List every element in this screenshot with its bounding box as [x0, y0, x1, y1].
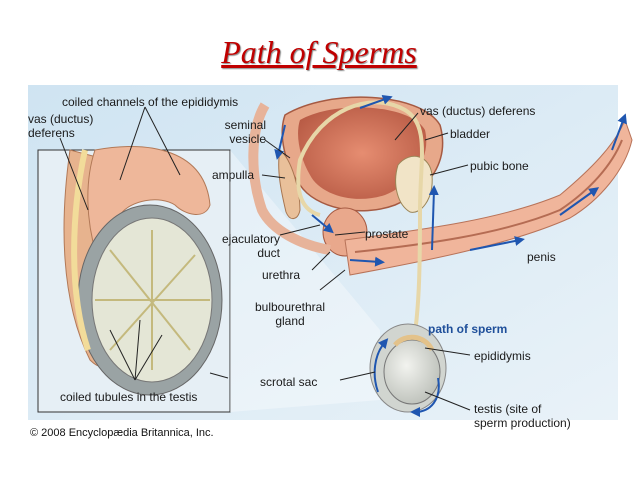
label-testis: testis (site of sperm production): [474, 402, 571, 430]
label-epididymis: epididymis: [474, 349, 531, 363]
leader-lines: [59, 106, 471, 411]
tissue-band: [248, 102, 331, 255]
label-scrotal-sac: scrotal sac: [260, 375, 318, 389]
page-title: Path of Sperms: [221, 34, 417, 70]
epididymis-shape: [393, 334, 435, 352]
label-coiled-channels: coiled channels of the epididymis: [62, 95, 239, 109]
label-path-of-sperm: path of sperm: [428, 322, 508, 336]
label-penis: penis: [527, 250, 556, 264]
vas-deferens-tube: [296, 100, 424, 361]
seminal-vesicle-shape: [278, 149, 301, 219]
label-urethra: urethra: [262, 268, 301, 282]
testis-shape: [383, 339, 441, 405]
label-pubic-bone: pubic bone: [470, 159, 529, 173]
label-bladder: bladder: [450, 127, 491, 141]
inset-vas-deferens: [71, 149, 91, 351]
label-vas-deferens-right: vas (ductus) deferens: [420, 104, 536, 118]
label-vas-deferens-left: vas (ductus) deferens: [28, 112, 94, 140]
sperm-path-arrows: [274, 94, 627, 417]
label-coiled-tubules: coiled tubules in the testis: [60, 390, 198, 404]
label-seminal-vesicle: seminal vesicle: [224, 118, 266, 146]
label-bulbourethral-gland: bulbourethral gland: [254, 300, 326, 328]
label-ampulla: ampulla: [212, 168, 255, 182]
inset-testis: [77, 204, 223, 396]
copyright-notice: © 2008 Encyclopædia Britannica, Inc.: [30, 427, 214, 439]
label-prostate: prostate: [365, 227, 409, 241]
label-ejaculatory-duct: ejaculatory duct: [222, 232, 281, 260]
